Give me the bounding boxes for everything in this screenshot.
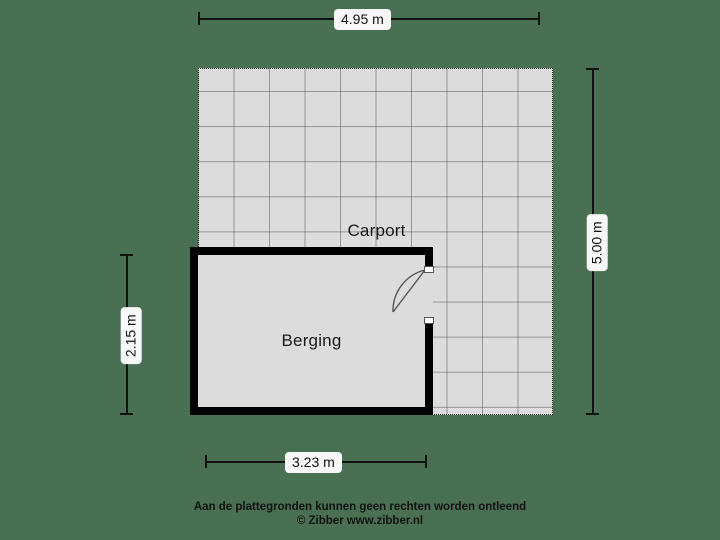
door-opening [425,272,433,318]
dimension-top-tick-left [198,12,200,25]
room-carport-label: Carport [347,221,406,240]
footer: Aan de plattegronden kunnen geen rechten… [0,500,720,528]
door-swing-arc-icon [392,269,426,313]
dimension-right-label: 5.00 m [586,214,609,272]
dimension-right-tick-bottom [586,413,599,415]
dimension-bottom-label: 3.23 m [285,452,342,474]
dimension-top-tick-right [538,12,540,25]
dimension-bottom-tick-left [205,455,207,468]
dimension-left-label: 2.15 m [120,307,143,365]
room-berging[interactable]: Berging [190,247,433,415]
footer-copyright: © Zibber www.zibber.nl [296,515,424,527]
room-berging-floor: Berging [198,255,425,407]
door-hinge-marker-top [424,266,434,273]
dimension-left-tick-bottom [120,413,133,415]
dimension-bottom-tick-right [425,455,427,468]
footer-disclaimer: Aan de plattegronden kunnen geen rechten… [193,501,527,513]
dimension-top-label: 4.95 m [334,9,391,31]
dimension-left-tick-top [120,254,133,256]
room-berging-label: Berging [281,331,342,350]
dimension-right-tick-top [586,68,599,70]
door-hinge-marker-bottom [424,317,434,324]
berging-door[interactable] [392,266,469,324]
